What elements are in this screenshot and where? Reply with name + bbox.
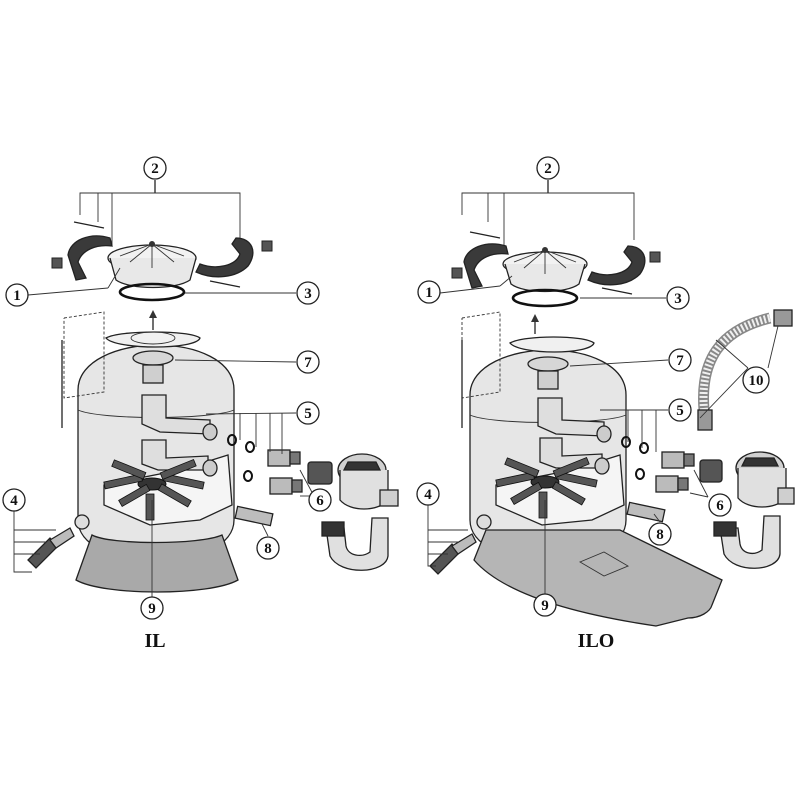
drain-plug bbox=[234, 505, 274, 527]
svg-text:3: 3 bbox=[304, 286, 312, 302]
svg-text:2: 2 bbox=[544, 161, 552, 177]
callout-2-leader bbox=[461, 180, 635, 245]
laterals bbox=[495, 456, 598, 519]
backwash-hose bbox=[697, 309, 793, 431]
callout-5: 5 bbox=[668, 398, 692, 422]
drain-plug bbox=[626, 501, 666, 523]
clamp-left bbox=[463, 243, 509, 289]
laterals bbox=[103, 458, 205, 521]
gauge-kit bbox=[13, 500, 90, 573]
svg-text:3: 3 bbox=[674, 291, 682, 307]
o-ring bbox=[118, 282, 186, 302]
filter-lid bbox=[502, 247, 588, 293]
bolt-left bbox=[51, 221, 273, 288]
callout-5: 5 bbox=[296, 401, 320, 425]
clamp-right bbox=[195, 237, 254, 278]
svg-text:7: 7 bbox=[676, 353, 684, 369]
multiport-valve bbox=[699, 451, 795, 508]
gauge-kit bbox=[427, 504, 492, 575]
filter-base-rect bbox=[473, 529, 723, 627]
svg-text:6: 6 bbox=[716, 498, 724, 514]
callout-9: 9 bbox=[140, 596, 164, 620]
svg-text:9: 9 bbox=[148, 601, 156, 617]
fittings-upper bbox=[202, 423, 301, 467]
svg-text:7: 7 bbox=[304, 355, 312, 371]
callout-6: 6 bbox=[708, 493, 732, 517]
o-ring bbox=[511, 288, 579, 308]
diffuser bbox=[527, 314, 569, 390]
callout-7: 7 bbox=[296, 350, 320, 374]
leader-lines-ilo bbox=[439, 275, 779, 594]
model-label-ilo: ILO bbox=[578, 630, 615, 652]
svg-text:6: 6 bbox=[316, 493, 324, 509]
filter-base bbox=[75, 534, 239, 593]
callout-3: 3 bbox=[296, 281, 320, 305]
callout-1: 1 bbox=[417, 280, 441, 304]
svg-text:4: 4 bbox=[10, 493, 18, 509]
fittings-lower bbox=[594, 457, 689, 493]
callout-1: 1 bbox=[5, 283, 29, 307]
clamp-right bbox=[587, 245, 646, 286]
callout-2: 2 bbox=[143, 156, 167, 180]
svg-text:1: 1 bbox=[425, 285, 433, 301]
svg-text:1: 1 bbox=[13, 288, 21, 304]
callout-6: 6 bbox=[308, 488, 332, 512]
leader-lines-il bbox=[27, 267, 315, 597]
callout-4: 4 bbox=[416, 482, 440, 506]
callout-3: 3 bbox=[666, 286, 690, 310]
svg-text:2: 2 bbox=[151, 161, 159, 177]
svg-text:10: 10 bbox=[749, 373, 764, 389]
diffuser bbox=[132, 310, 174, 384]
callout-7: 7 bbox=[668, 348, 692, 372]
svg-text:8: 8 bbox=[264, 541, 272, 557]
callout-10: 10 bbox=[742, 366, 770, 394]
callout-9: 9 bbox=[533, 593, 557, 617]
callout-2: 2 bbox=[536, 156, 560, 180]
callout-8: 8 bbox=[256, 536, 280, 560]
fittings-upper bbox=[596, 425, 695, 469]
multiport-valve bbox=[307, 453, 399, 510]
svg-text:5: 5 bbox=[676, 403, 684, 419]
filter-lid bbox=[107, 241, 197, 289]
svg-text:5: 5 bbox=[304, 406, 312, 422]
clamp-left bbox=[67, 235, 113, 281]
svg-text:4: 4 bbox=[424, 487, 432, 503]
model-label-il: IL bbox=[144, 630, 165, 652]
callout-8: 8 bbox=[648, 522, 672, 546]
fittings-lower bbox=[202, 459, 303, 495]
svg-text:8: 8 bbox=[656, 527, 664, 543]
svg-text:9: 9 bbox=[541, 598, 549, 614]
callout-2-leader bbox=[79, 180, 241, 245]
callout-4: 4 bbox=[2, 488, 26, 512]
panel-il: 1 2 3 4 5 6 7 8 9 IL bbox=[2, 156, 399, 652]
panel-ilo: 1 2 3 4 5 6 7 8 9 10 ILO bbox=[416, 156, 795, 652]
